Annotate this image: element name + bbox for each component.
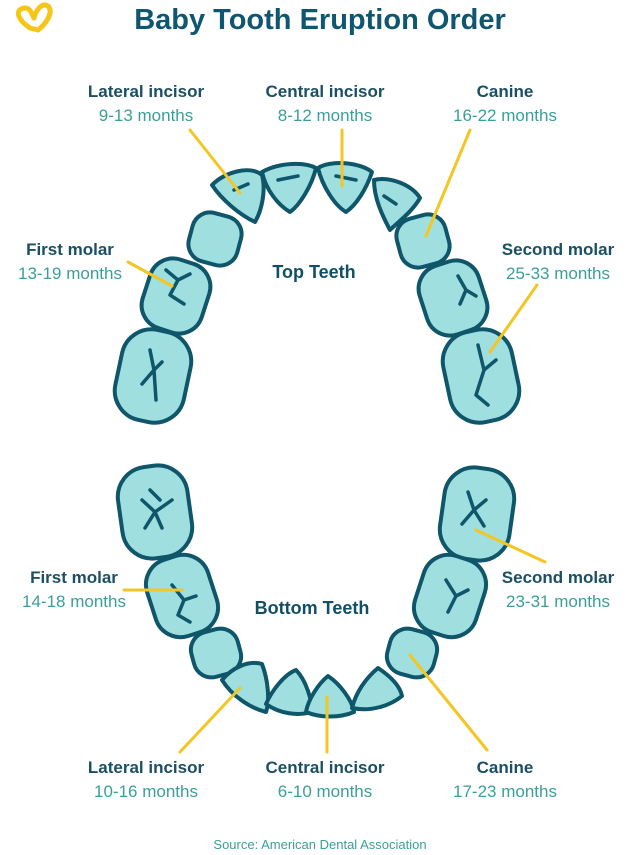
- label-top-canine: Canine 16-22 months: [405, 80, 605, 128]
- logo-heart-icon: [15, 2, 53, 33]
- tooth-name: Central incisor: [265, 758, 385, 777]
- tooth-name: Central incisor: [265, 82, 385, 101]
- label-top-lateral-incisor: Lateral incisor 9-13 months: [46, 80, 246, 128]
- page-title: Baby Tooth Eruption Order: [134, 4, 506, 36]
- bottom-right-first-molar: [411, 552, 489, 640]
- label-top-central-incisor: Central incisor 8-12 months: [225, 80, 425, 128]
- bottom-left-central-incisor: [264, 668, 314, 716]
- top-right-canine: [394, 212, 452, 270]
- tooth-months: 10-16 months: [94, 782, 198, 801]
- tooth-months: 9-13 months: [98, 106, 194, 125]
- tooth-months: 25-33 months: [506, 264, 610, 283]
- label-bottom-first-molar: First molar 14-18 months: [0, 566, 174, 614]
- label-top-first-molar: First molar 13-19 months: [0, 238, 170, 286]
- label-bottom-central-incisor: Central incisor 6-10 months: [225, 756, 425, 804]
- tooth-months: 16-22 months: [453, 106, 557, 125]
- tooth-months: 17-23 months: [453, 782, 557, 801]
- tooth-name: Second molar: [501, 240, 615, 259]
- bottom-right-central-incisor: [304, 674, 356, 719]
- bottom-right-canine: [384, 626, 440, 680]
- tooth-name: Canine: [476, 82, 534, 101]
- bottom-left-canine: [188, 626, 244, 680]
- top-right-central-incisor: [316, 161, 374, 214]
- top-left-lateral-incisor: [210, 168, 266, 224]
- label-bottom-lateral-incisor: Lateral incisor 10-16 months: [46, 756, 246, 804]
- tooth-name: Second molar: [501, 568, 615, 587]
- label-bottom-canine: Canine 17-23 months: [405, 756, 605, 804]
- label-top-second-molar: Second molar 25-33 months: [458, 238, 640, 286]
- bottom-teeth-label: Bottom Teeth: [254, 598, 370, 618]
- top-left-canine: [186, 210, 244, 268]
- tooth-months: 14-18 months: [22, 592, 126, 611]
- bottom-right-lateral-incisor: [350, 666, 404, 712]
- tooth-name: Lateral incisor: [87, 758, 205, 777]
- tooth-months: 23-31 months: [506, 592, 610, 611]
- tooth-months: 13-19 months: [18, 264, 122, 283]
- tooth-name: First molar: [26, 240, 114, 259]
- tooth-name: Lateral incisor: [87, 82, 205, 101]
- tooth-months: 8-12 months: [277, 106, 373, 125]
- tooth-name: Canine: [476, 758, 534, 777]
- source-credit: Source: American Dental Association: [213, 837, 427, 852]
- top-right-first-molar: [416, 258, 490, 338]
- bottom-left-lateral-incisor: [220, 661, 271, 714]
- top-left-central-incisor: [260, 161, 318, 214]
- tooth-months: 6-10 months: [277, 782, 373, 801]
- top-teeth-label: Top Teeth: [272, 262, 356, 282]
- label-bottom-second-molar: Second molar 23-31 months: [458, 566, 640, 614]
- tooth-name: First molar: [30, 568, 118, 587]
- pointer-lines: [122, 128, 547, 754]
